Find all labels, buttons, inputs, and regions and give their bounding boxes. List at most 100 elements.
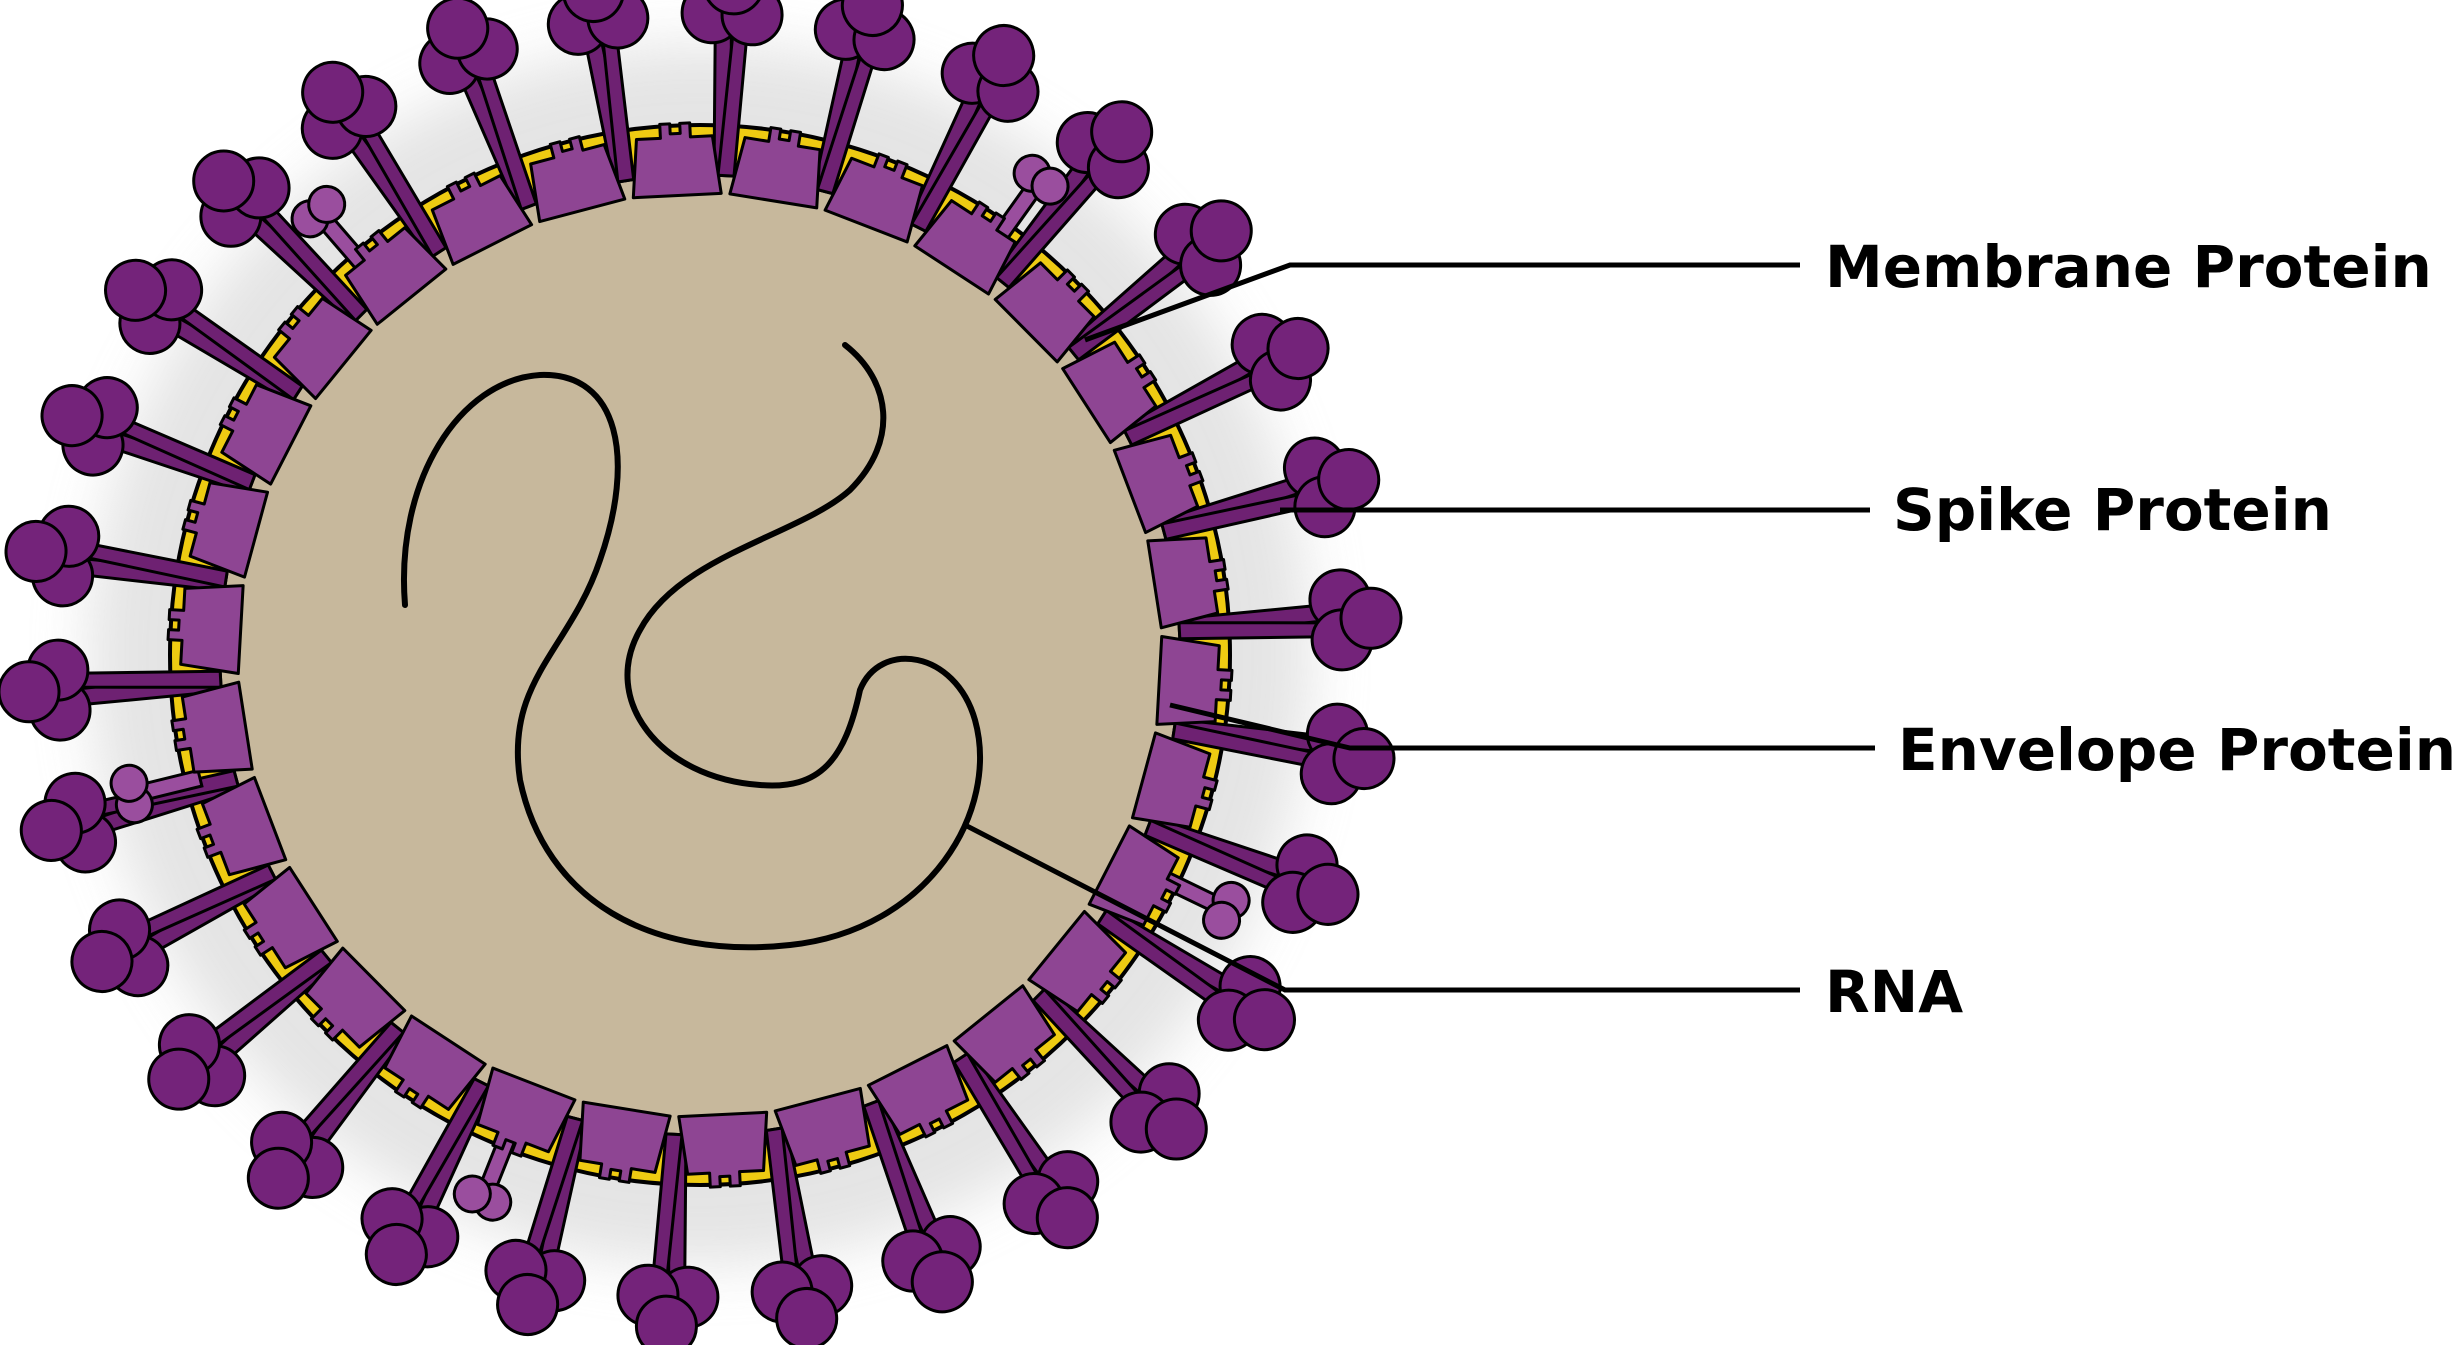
- membrane-protein: [1112, 433, 1205, 535]
- spike-protein: [811, 0, 916, 196]
- membrane-protein: [1061, 340, 1158, 445]
- membrane-protein: [631, 121, 723, 200]
- membrane-protein-block: [1146, 536, 1230, 630]
- membrane-protein: [913, 199, 1017, 296]
- membrane-protein-block: [242, 865, 339, 970]
- spike-head: [1296, 862, 1360, 926]
- membrane-protein-block: [728, 126, 822, 210]
- spike-head: [192, 149, 256, 213]
- membrane-protein: [993, 261, 1096, 364]
- spike-protein: [4, 504, 229, 608]
- spike-head: [1144, 1097, 1208, 1161]
- membrane-protein: [304, 946, 407, 1049]
- spike-head: [40, 384, 104, 448]
- membrane-protein: [866, 1044, 970, 1139]
- spike-protein: [40, 376, 257, 496]
- spike-protein: [680, 0, 784, 178]
- membrane-protein-block: [170, 680, 254, 774]
- spike-protein: [192, 149, 369, 326]
- membrane-protein: [272, 296, 373, 401]
- membrane-protein-block: [773, 1086, 871, 1175]
- membrane-protein-label: Membrane Protein: [1825, 233, 2432, 301]
- spike-head: [1189, 199, 1253, 263]
- membrane-protein: [195, 775, 288, 877]
- membrane-protein-block: [993, 261, 1096, 364]
- spike-head: [840, 0, 904, 37]
- membrane-protein: [166, 584, 245, 676]
- membrane-protein-block: [677, 1110, 769, 1189]
- spike-protein: [750, 1125, 854, 1345]
- membrane-protein-block: [952, 984, 1056, 1084]
- membrane-protein: [1155, 634, 1234, 726]
- spike-head: [910, 1250, 974, 1314]
- spike-head: [0, 660, 61, 724]
- membrane-protein: [823, 152, 924, 244]
- spike-protein: [1143, 814, 1360, 934]
- spike-protein: [418, 0, 539, 213]
- membrane-protein: [1146, 536, 1230, 630]
- spike-head: [104, 258, 168, 322]
- membrane-protein-block: [218, 383, 313, 486]
- spike-head: [702, 0, 766, 16]
- rna-strand: [401, 342, 983, 951]
- membrane-protein: [242, 865, 339, 970]
- membrane-protein-block: [631, 121, 723, 200]
- membrane-protein-block: [272, 296, 373, 401]
- membrane-protein-block: [1155, 634, 1234, 726]
- envelope-protein-knob: [109, 763, 149, 803]
- membrane-protein-block: [823, 152, 924, 244]
- membrane-protein: [476, 1066, 577, 1158]
- membrane-protein-block: [578, 1100, 672, 1184]
- spike-protein: [300, 60, 449, 261]
- spike-protein: [1158, 436, 1381, 542]
- spike-protein: [1095, 905, 1296, 1052]
- spike-head: [364, 1222, 428, 1286]
- labels: Membrane Protein Spike Protein Envelope …: [1825, 233, 2456, 1026]
- spike-protein: [861, 1097, 982, 1314]
- membrane-protein-block: [1061, 340, 1158, 445]
- rna-leader-line: [963, 822, 1800, 993]
- spike-head: [246, 1146, 310, 1210]
- spike-head: [1332, 727, 1396, 791]
- spike-head: [1232, 988, 1296, 1052]
- virion: [168, 123, 1232, 1187]
- spike-protein: [70, 863, 280, 998]
- spike-protein-group: [0, 0, 1403, 1345]
- spike-protein: [906, 24, 1040, 234]
- membrane-protein: [773, 1086, 871, 1175]
- membrane-leader-line: [1084, 262, 1800, 343]
- membrane-protein: [181, 481, 270, 579]
- envelope-protein-label: Envelope Protein: [1898, 716, 2456, 784]
- envelope-protein: [990, 153, 1070, 243]
- spike-protein: [951, 1049, 1100, 1250]
- spike-head: [1266, 317, 1330, 381]
- membrane-protein: [383, 1014, 487, 1111]
- envelope-protein: [452, 1128, 519, 1222]
- spike-head: [426, 0, 490, 60]
- membrane-protein-block: [476, 1066, 577, 1158]
- envelope-protein-knob: [1030, 166, 1070, 206]
- spike-protein: [1120, 312, 1330, 447]
- membrane-protein: [1027, 909, 1128, 1014]
- membrane-protein-block: [1027, 909, 1128, 1014]
- membrane-protein-block: [866, 1044, 970, 1139]
- membrane-protein-block: [304, 946, 407, 1049]
- envelope-protein: [290, 184, 372, 273]
- spike-head: [19, 798, 83, 862]
- membrane-protein: [1130, 731, 1219, 829]
- spike-head: [972, 24, 1036, 88]
- membrane-protein-block: [166, 584, 245, 676]
- spike-protein: [546, 0, 650, 185]
- spike-protein-label: Spike Protein: [1893, 476, 2332, 544]
- membrane-protein: [529, 135, 627, 224]
- spike-head: [1035, 1186, 1099, 1250]
- membrane-protein: [677, 1110, 769, 1189]
- envelope-protein-group: [109, 153, 1251, 1222]
- spike-protein: [147, 948, 337, 1111]
- spike-head: [147, 1047, 211, 1111]
- spike-protein: [246, 1020, 409, 1210]
- spike-protein: [360, 1076, 494, 1286]
- spike-head: [301, 60, 365, 124]
- membrane-protein-block: [913, 199, 1017, 296]
- membrane-protein-block: [344, 226, 448, 326]
